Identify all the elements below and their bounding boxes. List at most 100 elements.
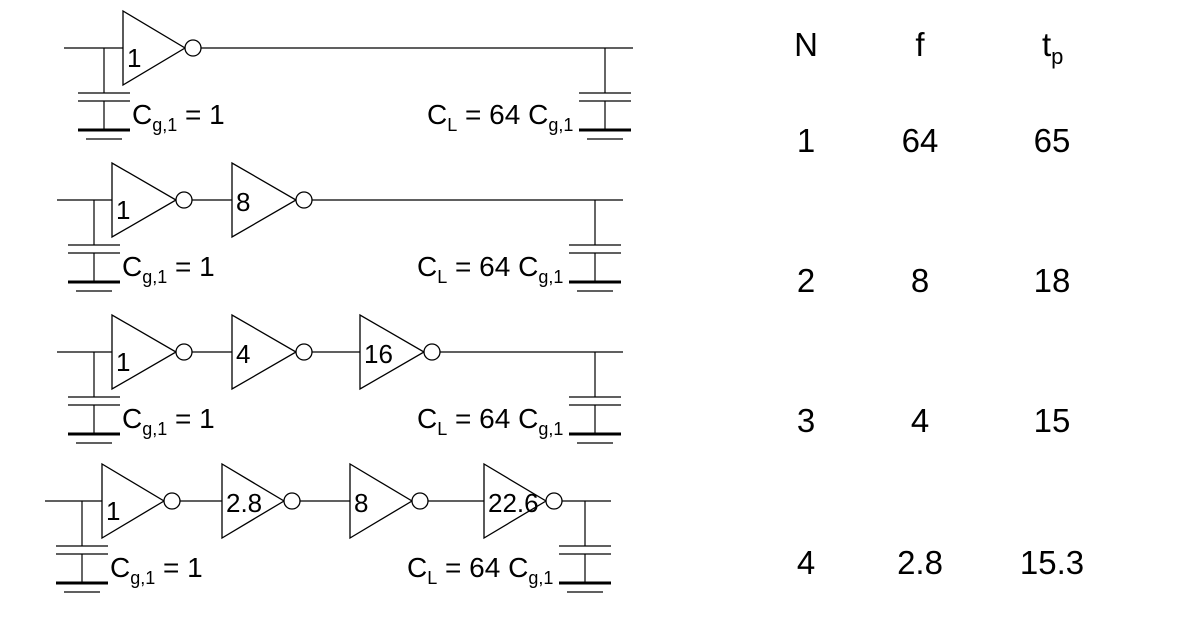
load-cap-label: CL = 64 Cg,1 [407,552,553,588]
inverter-size-label: 4 [236,339,250,369]
cap-subscript: g,1 [142,419,167,439]
inverter-size-value: 1 [116,347,130,377]
inverter-triangle [122,9,187,87]
cap-symbol: C [427,99,447,130]
cell-value: 4 [797,544,815,581]
cell-value: 65 [1034,122,1071,159]
inverter-bubble [184,39,202,57]
inverter-triangle [231,313,298,391]
inverter-size-value: 1 [127,43,141,73]
inverter-bubble [175,191,193,209]
cell-f: 64 [902,122,939,159]
cell-tp: 15 [1034,402,1071,439]
cap-symbol: C [417,251,437,282]
cap-symbol: C [407,552,427,583]
cell-value: 1 [797,122,815,159]
inverter-size-label: 8 [236,187,250,217]
cell-tp: 18 [1034,262,1071,299]
table-row: 4 2.8 15.3 [797,544,1084,581]
inverter-bubble [163,492,181,510]
inverter-size-value: 1 [106,496,120,526]
header-text: t [1042,26,1051,63]
cell-value: 8 [911,262,929,299]
inverter-size-value: 8 [354,488,368,518]
table-row: 1 64 65 [797,122,1071,159]
inverter-bubble [411,492,429,510]
cap-subscript: L [437,267,447,287]
inverter-triangle [349,462,414,540]
header-text: N [794,26,818,63]
inverter-bubble [175,343,193,361]
inverter-triangle [483,462,548,540]
inverter-size-label: 1 [106,496,120,526]
inverter-triangle [111,313,178,391]
inverter-size-label: 8 [354,488,368,518]
cap-subscript: g,1 [538,419,563,439]
cap-subscript: g,1 [142,267,167,287]
cap-subscript: L [437,419,447,439]
cap-subscript: g,1 [130,568,155,588]
cap-symbol: C [110,552,130,583]
inverter-bubble [283,492,301,510]
inverter-size-value: 4 [236,339,250,369]
cap-value: = 64 C [447,403,538,434]
cell-tp: 15.3 [1020,544,1084,581]
cell-f: 2.8 [897,544,943,581]
input-cap-label: Cg,1 = 1 [122,251,215,287]
cap-symbol: C [122,251,142,282]
cap-subscript: L [447,115,457,135]
cap-subscript: g,1 [538,267,563,287]
cell-value: 2.8 [897,544,943,581]
input-cap-label: Cg,1 = 1 [132,99,225,135]
inverter-triangle [221,462,286,540]
inverter-triangle [359,313,426,391]
inverter-size-label: 1 [116,195,130,225]
cap-subscript: L [427,568,437,588]
inverter-size-label: 16 [364,339,393,369]
cap-value: = 1 [167,251,214,282]
cap-symbol: C [417,403,437,434]
load-cap-label: CL = 64 Cg,1 [417,251,563,287]
cap-subscript: g,1 [548,115,573,135]
cell-value: 15.3 [1020,544,1084,581]
inverter-size-value: 16 [364,339,393,369]
cell-n: 2 [797,262,815,299]
cell-f: 8 [911,262,929,299]
cap-value: = 1 [177,99,224,130]
inverter-triangle [231,161,298,239]
cell-value: 3 [797,402,815,439]
cap-value: = 1 [155,552,202,583]
cap-symbol: C [122,403,142,434]
column-header-tp: tp [1042,26,1063,69]
column-header-f: f [915,26,925,63]
cell-n: 4 [797,544,815,581]
input-cap-label: Cg,1 = 1 [110,552,203,588]
load-cap-label: CL = 64 Cg,1 [427,99,573,135]
cap-symbol: C [132,99,152,130]
cell-value: 2 [797,262,815,299]
cap-value: = 64 C [437,552,528,583]
inverter-triangle [101,462,166,540]
header-subscript: p [1051,44,1063,69]
inverter-size-value: 1 [116,195,130,225]
inverter-size-label: 2.8 [226,488,262,518]
cap-value: = 64 C [457,99,548,130]
column-header-n: N [794,26,818,63]
cell-value: 4 [911,402,929,439]
inverter-bubble [295,343,313,361]
cell-value: 15 [1034,402,1071,439]
cap-subscript: g,1 [152,115,177,135]
cap-value: = 64 C [447,251,538,282]
inverter-size-value: 2.8 [226,488,262,518]
cap-subscript: g,1 [528,568,553,588]
inverter-bubble [295,191,313,209]
table-row: 3 4 15 [797,402,1071,439]
cap-value: = 1 [167,403,214,434]
table-row: 2 8 18 [797,262,1071,299]
input-cap-label: Cg,1 = 1 [122,403,215,439]
inverter-size-value: 22.6 [488,488,539,518]
